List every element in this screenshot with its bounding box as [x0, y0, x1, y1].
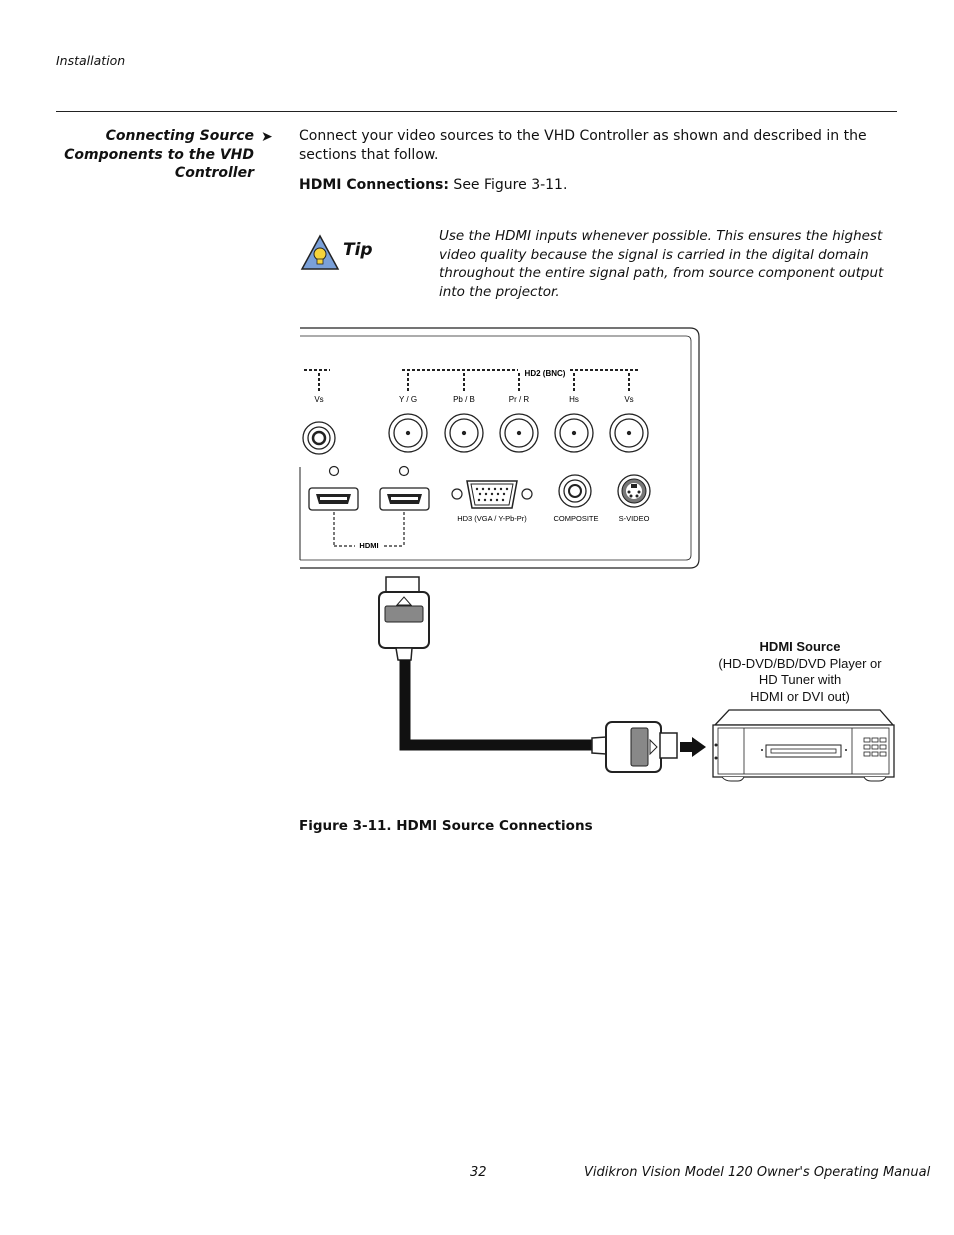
y-g-label: Y / G	[399, 395, 417, 404]
hd2-bnc-label: HD2 (BNC)	[525, 369, 566, 378]
pb-b-label: Pb / B	[453, 395, 475, 404]
heading-arrow-icon: ➤	[261, 129, 273, 145]
hdmi-connections-label: HDMI Connections:	[299, 177, 449, 193]
header-rule	[56, 111, 897, 112]
hdmi-port-2	[379, 487, 430, 511]
vs-left-label: Vs	[314, 395, 323, 404]
tip-text: Use the HDMI inputs whenever possible. T…	[439, 228, 884, 300]
hdmi-plug-horizontal	[591, 721, 678, 773]
manual-title: Vidikron Vision Model 120 Owner's Operat…	[584, 1165, 931, 1180]
running-header: Installation	[56, 53, 126, 68]
composite-label: COMPOSITE	[553, 514, 598, 523]
pr-r-label: Pr / R	[509, 395, 530, 404]
hdmi-source-label: HDMI Source (HD-DVD/BD/DVD Player or HD …	[700, 639, 900, 705]
section-heading-line-1: Connecting Source	[105, 128, 254, 144]
vs-label: Vs	[624, 395, 633, 404]
figure-caption: Figure 3-11. HDMI Source Connections	[299, 818, 593, 834]
hdmi-source-line-2: HD Tuner with	[758, 672, 842, 687]
hdmi-plug-vertical	[378, 576, 430, 661]
page-number: 32	[470, 1165, 487, 1180]
composite-port	[558, 474, 592, 508]
s-video-port	[617, 474, 651, 508]
signal-arrow-icon	[680, 737, 706, 757]
section-heading-line-2: Components to the VHD	[64, 146, 254, 163]
vga-port	[451, 480, 533, 509]
hdmi-connections-text: See Figure 3-11.	[448, 177, 568, 193]
hdmi-cable	[399, 660, 600, 751]
hdmi-source-line-3: HDMI or DVI out)	[750, 688, 850, 704]
hdmi-group-label: HDMI	[359, 541, 378, 550]
hdmi-source-device	[712, 709, 895, 782]
section-heading-line-3: Controller	[174, 165, 254, 181]
s-video-label: S-VIDEO	[619, 514, 650, 523]
hdmi-source-line-1: (HD-DVD/BD/DVD Player or	[718, 655, 882, 671]
intro-paragraph: Connect your video sources to the VHD Co…	[299, 128, 867, 163]
tip-label: Tip	[343, 240, 373, 260]
hs-label: Hs	[569, 395, 579, 404]
hd3-label: HD3 (VGA / Y-Pb-Pr)	[457, 514, 527, 523]
hdmi-connections-paragraph: HDMI Connections: See Figure 3-11.	[299, 177, 567, 193]
tip-lightbulb-icon	[300, 234, 340, 270]
section-heading: Connecting Source Components to the VHD …	[60, 127, 254, 183]
hdmi-port-1	[308, 487, 359, 511]
controller-rear-panel	[300, 327, 700, 569]
bnc-connectors	[302, 413, 649, 455]
hdmi-source-title: HDMI Source	[759, 639, 841, 654]
hdmi-connection-diagram: HD2 (BNC) Vs Y / G Pb / B Pr / R Hs Vs H…	[299, 327, 895, 782]
